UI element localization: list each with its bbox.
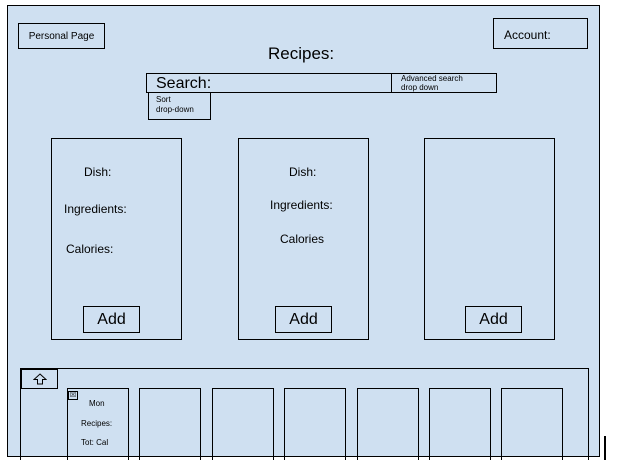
personal-page-button[interactable]: Personal Page — [18, 23, 105, 49]
add-label: Add — [97, 310, 126, 328]
close-x-icon[interactable]: ☒ — [68, 391, 78, 400]
ingredients-label: Ingredients: — [270, 198, 333, 212]
day-label: Mon — [89, 399, 105, 408]
advanced-search-dropdown[interactable]: Advanced search drop down — [391, 73, 497, 93]
home-up-arrow-icon — [32, 373, 47, 385]
day-slot-6[interactable] — [429, 388, 491, 460]
add-button-1[interactable]: Add — [83, 306, 140, 333]
dish-label: Dish: — [289, 165, 317, 179]
search-bar[interactable]: Search: Advanced search drop down — [146, 73, 497, 93]
sort-dropdown[interactable]: Sort drop-down — [148, 92, 211, 120]
sort-line2: drop-down — [156, 105, 194, 114]
calories-label: Calories: — [66, 242, 114, 256]
recipe-card-3: Add — [424, 138, 555, 340]
app-frame: Personal Page Account: Recipes: Search: … — [7, 5, 600, 460]
advanced-search-line2: drop down — [401, 83, 439, 92]
day-slot-5[interactable] — [357, 388, 419, 460]
add-label: Add — [289, 310, 318, 328]
day-slot-4[interactable] — [284, 388, 346, 460]
recipe-card-1: Dish: Ingredients: Calories: Add — [51, 138, 182, 340]
add-button-3[interactable]: Add — [465, 306, 522, 333]
home-button[interactable] — [21, 369, 58, 389]
text-cursor — [604, 436, 606, 460]
total-calories-label: Tot: Cal — [81, 438, 109, 447]
recipe-card-2: Dish: Ingredients: Calories Add — [238, 138, 369, 340]
recipes-label: Recipes: — [81, 419, 113, 428]
sort-line1: Sort — [156, 95, 171, 104]
day-slot-2[interactable] — [139, 388, 201, 460]
advanced-search-line1: Advanced search — [401, 74, 463, 83]
calories-label: Calories — [280, 232, 325, 246]
search-label: Search: — [156, 75, 212, 92]
day-slot-3[interactable] — [212, 388, 274, 460]
day-slot-mon[interactable]: ☒ Mon Recipes: Tot: Cal — [67, 388, 129, 460]
ingredients-label: Ingredients: — [64, 202, 127, 216]
account-label: Account: — [504, 28, 551, 42]
page-title: Recipes: — [268, 44, 335, 63]
add-label: Add — [479, 310, 508, 328]
add-button-2[interactable]: Add — [275, 306, 332, 333]
account-button[interactable]: Account: — [493, 18, 588, 49]
personal-page-label: Personal Page — [28, 30, 95, 42]
meal-planner: ☒ Mon Recipes: Tot: Cal — [20, 368, 589, 460]
dish-label: Dish: — [84, 165, 112, 179]
day-slot-7[interactable] — [501, 388, 563, 460]
